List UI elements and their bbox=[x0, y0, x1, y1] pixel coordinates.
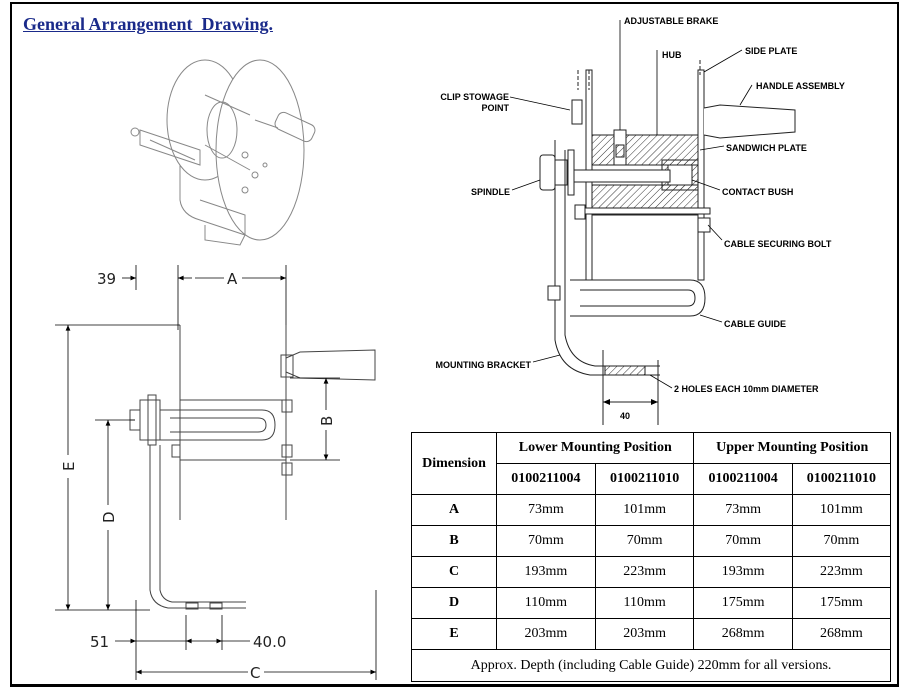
label-spindle: SPINDLE bbox=[471, 187, 510, 197]
part-number: 0100211010 bbox=[594, 463, 695, 495]
label-side-plate: SIDE PLATE bbox=[745, 46, 797, 56]
table-cell: 223mm bbox=[791, 556, 892, 588]
bottom-rule bbox=[10, 686, 899, 695]
dim-e-label: E bbox=[60, 462, 78, 471]
table-cell: 101mm bbox=[594, 494, 695, 526]
label-cable-guide: CABLE GUIDE bbox=[724, 319, 786, 329]
table-cell: 73mm bbox=[496, 494, 596, 526]
row-dimension-name: A bbox=[411, 494, 497, 526]
table-row: D 110mm 110mm 175mm 175mm bbox=[411, 587, 892, 619]
label-hub: HUB bbox=[662, 50, 682, 60]
table-cell: 203mm bbox=[496, 618, 596, 650]
label-bracket-dim: 40 bbox=[620, 411, 630, 421]
header-lower-mounting: Lower Mounting Position bbox=[495, 432, 695, 464]
page-title: General Arrangement Drawing. bbox=[23, 14, 273, 34]
label-mounting-bracket: MOUNTING BRACKET bbox=[436, 360, 532, 370]
table-header-row: Dimension Lower Mounting Position Upper … bbox=[411, 432, 891, 495]
table-cell: 70mm bbox=[594, 525, 695, 557]
part-number: 0100211010 bbox=[791, 463, 892, 495]
table-row: C 193mm 223mm 193mm 223mm bbox=[411, 556, 892, 588]
row-dimension-name: B bbox=[411, 525, 497, 557]
table-cell: 268mm bbox=[791, 618, 892, 650]
drawing-frame bbox=[10, 2, 899, 686]
isometric-reel-view bbox=[130, 59, 316, 246]
side-elevation-view bbox=[129, 325, 376, 610]
detail-leaders bbox=[509, 20, 753, 389]
label-clip-stowage-1: CLIP STOWAGE bbox=[440, 92, 509, 102]
label-sandwich-plate: SANDWICH PLATE bbox=[726, 143, 807, 153]
table-cell: 223mm bbox=[594, 556, 695, 588]
header-dimension: Dimension bbox=[411, 432, 497, 495]
row-dimension-name: D bbox=[411, 587, 497, 619]
table-cell: 193mm bbox=[693, 556, 793, 588]
table-cell: 73mm bbox=[693, 494, 793, 526]
label-cable-securing-bolt: CABLE SECURING BOLT bbox=[724, 239, 832, 249]
dim-b-label: B bbox=[318, 416, 336, 426]
table-note: Approx. Depth (including Cable Guide) 22… bbox=[411, 649, 891, 682]
table-cell: 268mm bbox=[693, 618, 793, 650]
label-handle-assembly: HANDLE ASSEMBLY bbox=[756, 81, 845, 91]
dim-d-label: D bbox=[100, 511, 118, 523]
dim-39-label: 39 bbox=[97, 270, 116, 288]
table-note-row: Approx. Depth (including Cable Guide) 22… bbox=[411, 649, 891, 682]
table-row: A 73mm 101mm 73mm 101mm bbox=[411, 494, 892, 526]
label-holes: 2 HOLES EACH 10mm DIAMETER bbox=[674, 384, 819, 394]
dim-a-label: A bbox=[227, 270, 238, 288]
table-cell: 110mm bbox=[496, 587, 596, 619]
row-dimension-name: C bbox=[411, 556, 497, 588]
dim-40-label: 40.0 bbox=[253, 633, 286, 651]
table-cell: 175mm bbox=[693, 587, 793, 619]
dim-c-label: C bbox=[250, 664, 260, 682]
table-cell: 101mm bbox=[791, 494, 892, 526]
row-dimension-name: E bbox=[411, 618, 497, 650]
table-partnumber-row: 0100211004 0100211010 0100211004 0100211… bbox=[412, 463, 892, 495]
part-number: 0100211004 bbox=[496, 463, 596, 495]
header-upper-mounting: Upper Mounting Position bbox=[693, 432, 891, 464]
dimensions-table: Dimension Lower Mounting Position Upper … bbox=[411, 432, 892, 682]
part-number: 0100211004 bbox=[693, 463, 793, 495]
dim-51-label: 51 bbox=[90, 633, 109, 651]
sectional-detail-view bbox=[539, 60, 796, 425]
table-cell: 175mm bbox=[791, 587, 892, 619]
table-cell: 70mm bbox=[693, 525, 793, 557]
table-cell: 70mm bbox=[791, 525, 892, 557]
label-adjustable-brake: ADJUSTABLE BRAKE bbox=[624, 16, 718, 26]
table-cell: 193mm bbox=[496, 556, 596, 588]
table-cell: 70mm bbox=[496, 525, 596, 557]
side-view-dimensions bbox=[55, 265, 377, 680]
table-cell: 203mm bbox=[594, 618, 695, 650]
table-row: B 70mm 70mm 70mm 70mm bbox=[411, 525, 892, 557]
label-contact-bush: CONTACT BUSH bbox=[722, 187, 793, 197]
label-clip-stowage-2: POINT bbox=[481, 103, 509, 113]
table-cell: 110mm bbox=[594, 587, 695, 619]
table-row: E 203mm 203mm 268mm 268mm bbox=[411, 618, 892, 650]
